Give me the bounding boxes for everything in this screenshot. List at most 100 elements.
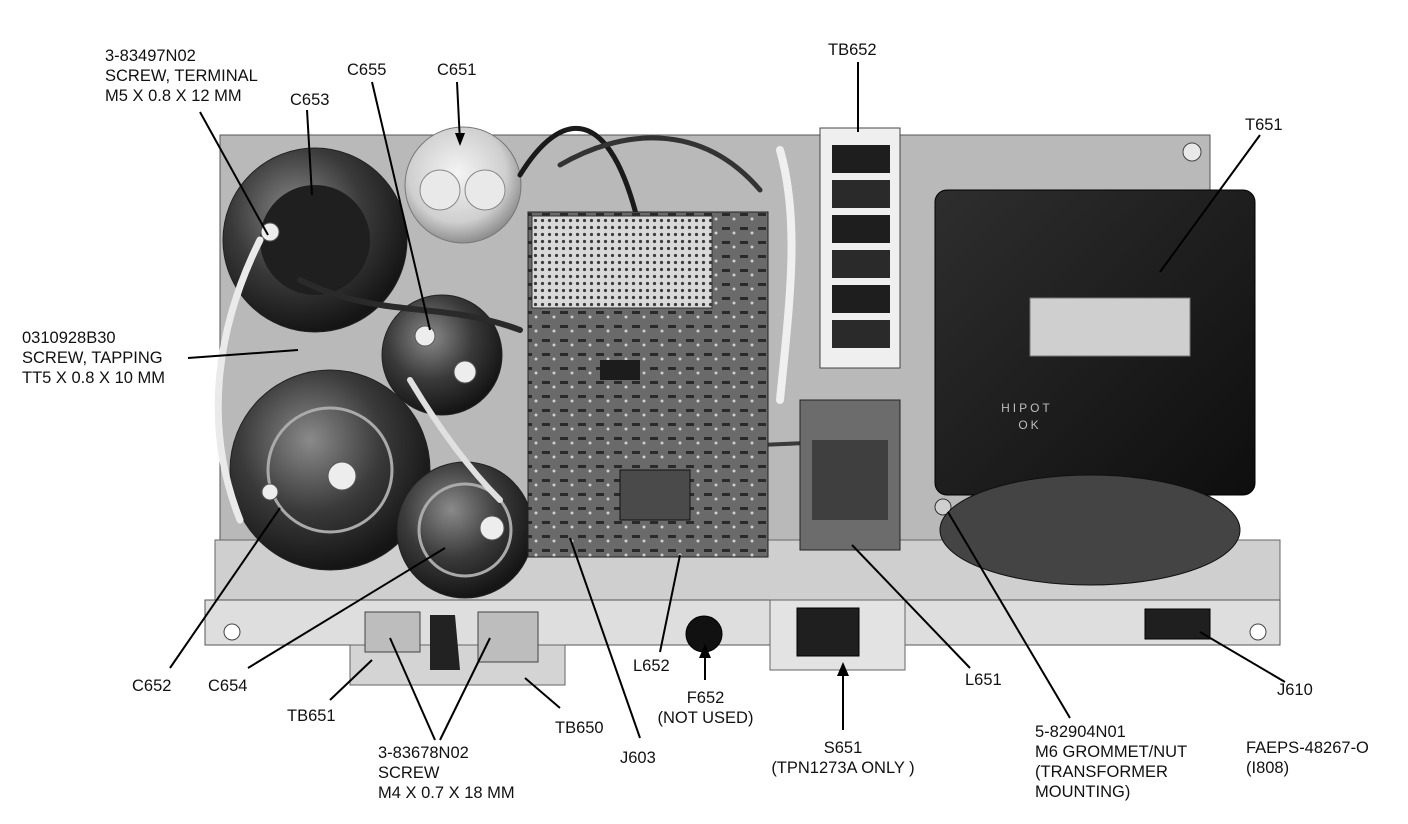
label-tb650: TB650 xyxy=(555,719,604,737)
leader-tb651 xyxy=(329,659,373,701)
mount-hole-left xyxy=(223,623,241,641)
leader-screw-terminal xyxy=(199,111,269,236)
tb652-row-3 xyxy=(832,215,890,243)
screw-terminal-size: M5 X 0.8 X 12 MM xyxy=(105,87,242,105)
figure-id-number: FAEPS-48267-O xyxy=(1246,739,1369,757)
tb652-row-2 xyxy=(832,180,890,208)
leader-c651 xyxy=(456,81,461,143)
hipot-marking: HIPOT OK xyxy=(1001,401,1059,432)
grommet-note-1: (TRANSFORMER xyxy=(1035,763,1168,781)
cap-terminal-5 xyxy=(261,483,279,501)
grommet-description: M6 GROMMET/NUT xyxy=(1035,743,1188,761)
label-l652: L652 xyxy=(633,657,670,675)
label-c655: C655 xyxy=(347,61,387,79)
front-panel-components xyxy=(364,607,1211,670)
label-tb652: TB652 xyxy=(828,41,877,59)
inductor-core xyxy=(812,440,888,520)
leader-screw-tapping xyxy=(187,349,299,359)
wire-5 xyxy=(776,146,796,404)
terminal-block-tb651 xyxy=(364,611,421,653)
wire-2 xyxy=(557,135,763,193)
leader-l652 xyxy=(659,554,681,653)
leader-c655 xyxy=(371,81,431,331)
wire-3 xyxy=(214,236,264,524)
leader-c653 xyxy=(306,109,313,196)
leader-screw-m4-a xyxy=(389,637,436,741)
label-t651: T651 xyxy=(1245,116,1283,134)
arrowhead-f652 xyxy=(699,644,711,658)
cap-terminal-6 xyxy=(479,515,505,541)
label-c654: C654 xyxy=(208,677,248,695)
label-c652: C652 xyxy=(132,677,172,695)
leader-l651 xyxy=(851,544,971,669)
leader-j603 xyxy=(569,537,641,739)
screw-m4-size: M4 X 0.7 X 18 MM xyxy=(378,784,515,802)
f652-note: (NOT USED) xyxy=(657,709,754,727)
capacitor-c651-term-b xyxy=(464,169,506,211)
capacitor-c651 xyxy=(404,126,522,244)
label-screw-m4: 3-83678N02 SCREW M4 X 0.7 X 18 MM xyxy=(378,743,515,803)
cap-terminal-3 xyxy=(453,360,477,384)
label-s651: S651 (TPN1273A ONLY ) xyxy=(763,738,923,778)
tb652-row-1 xyxy=(832,145,890,173)
label-c651: C651 xyxy=(437,61,477,79)
figure-id: FAEPS-48267-O (I808) xyxy=(1246,738,1369,778)
capacitor-c654 xyxy=(396,461,534,599)
board-connector xyxy=(619,469,691,521)
cap-terminal-1 xyxy=(260,222,280,242)
mount-hole-top-right xyxy=(1182,142,1202,162)
screw-terminal-part-number: 3-83497N02 xyxy=(105,47,196,65)
board-chip xyxy=(600,360,640,380)
f652-designator: F652 xyxy=(686,689,725,707)
capacitors xyxy=(222,126,534,599)
label-l651: L651 xyxy=(965,671,1002,689)
transformer-bolt xyxy=(934,498,952,516)
capacitor-c652-ring xyxy=(266,406,394,534)
label-c653: C653 xyxy=(290,91,330,109)
cap-terminal-2 xyxy=(414,325,436,347)
mount-hole-right xyxy=(1249,623,1267,641)
wire-1 xyxy=(517,126,643,233)
inductors xyxy=(799,399,901,551)
leader-lines xyxy=(169,62,1286,741)
capacitor-c654-ring xyxy=(417,482,513,578)
leader-c652 xyxy=(169,507,281,669)
terminal-block-tb650 xyxy=(477,611,539,663)
grommet-note-2: MOUNTING) xyxy=(1035,783,1131,801)
switch-s651 xyxy=(796,607,860,657)
vent-mesh xyxy=(531,215,713,309)
leader-t651 xyxy=(1159,134,1261,273)
hipot-line-2: OK xyxy=(1018,418,1041,432)
label-tb651: TB651 xyxy=(287,707,336,725)
terminal-block-tb652 xyxy=(819,127,901,369)
screw-m4-part-number: 3-83678N02 xyxy=(378,744,469,762)
leader-j610 xyxy=(1199,631,1286,683)
arrowhead-s651 xyxy=(837,662,849,676)
control-module xyxy=(527,211,769,558)
label-j610: J610 xyxy=(1277,681,1313,699)
wire-4 xyxy=(297,277,523,333)
wire-7 xyxy=(407,377,503,503)
s651-designator: S651 xyxy=(823,739,863,757)
arrowhead-c651 xyxy=(455,133,465,146)
label-j603: J603 xyxy=(620,749,656,767)
screw-tapping-size: TT5 X 0.8 X 10 MM xyxy=(22,369,166,387)
capacitor-c651-term-a xyxy=(419,169,461,211)
figure-id-code: (I808) xyxy=(1246,759,1290,777)
tb652-row-6 xyxy=(832,320,890,348)
screw-tapping-description: SCREW, TAPPING xyxy=(22,349,163,367)
tb652-row-5 xyxy=(832,285,890,313)
label-screw-terminal: 3-83497N02 SCREW, TERMINAL M5 X 0.8 X 12… xyxy=(105,46,258,106)
transformer-coil xyxy=(939,474,1241,586)
hipot-line-1: HIPOT xyxy=(1001,401,1052,415)
screw-tapping-part-number: 0310928B30 xyxy=(22,329,116,347)
leader-screw-m4-b xyxy=(439,637,491,741)
ground-lug xyxy=(430,615,460,670)
connector-j610 xyxy=(1144,608,1211,640)
cap-terminal-4 xyxy=(327,461,357,491)
grommet-part-number: 5-82904N01 xyxy=(1035,723,1126,741)
tb652-row-4 xyxy=(832,250,890,278)
screw-terminal-description: SCREW, TERMINAL xyxy=(105,67,258,85)
leader-c654 xyxy=(247,547,446,669)
